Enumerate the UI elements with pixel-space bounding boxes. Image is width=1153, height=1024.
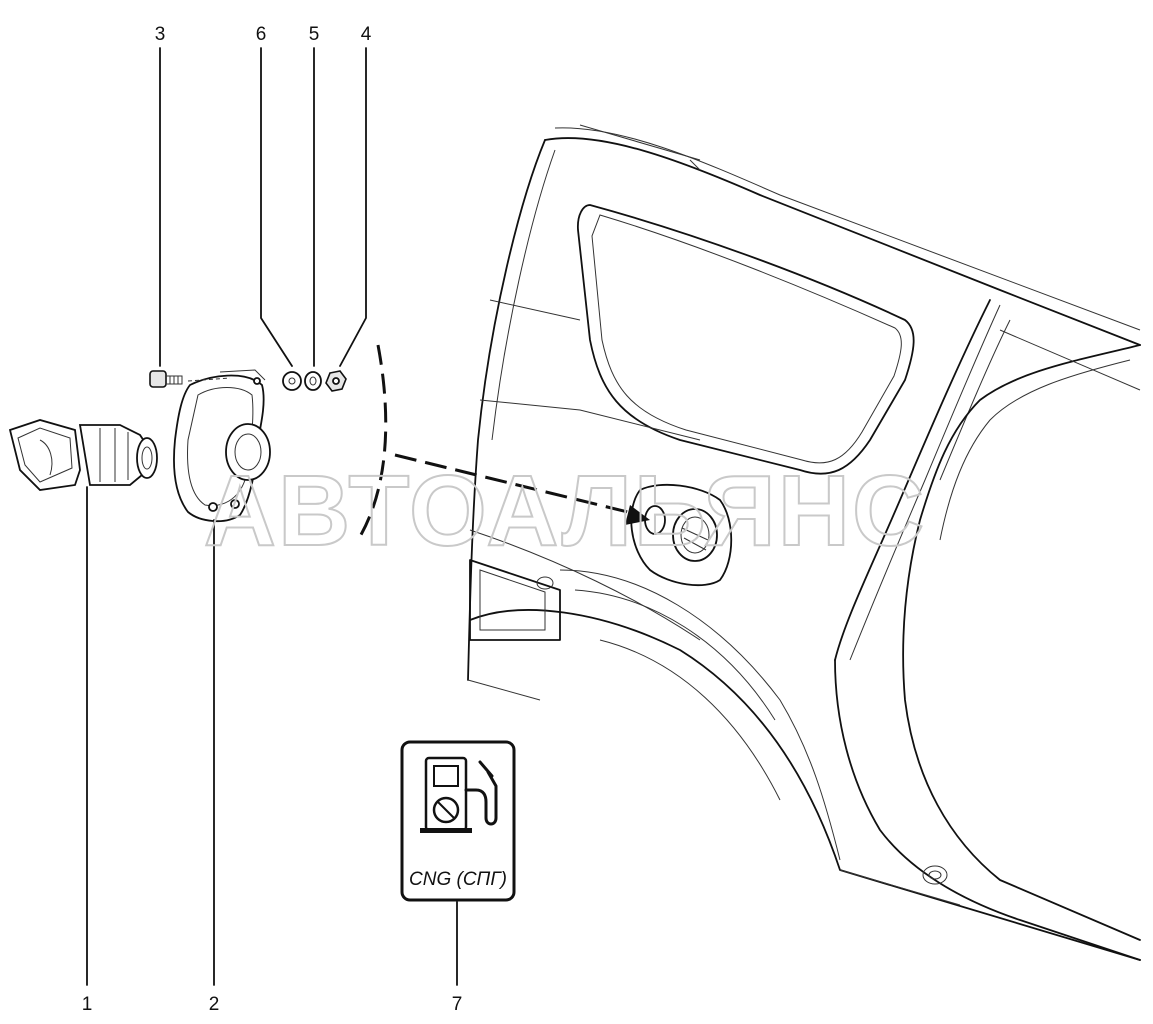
- part-4-nut: [325, 370, 347, 392]
- callout-5: 5: [309, 24, 320, 45]
- callout-6: 6: [256, 24, 267, 45]
- part-2-filler-bracket: [173, 369, 271, 522]
- part-5-washer: [304, 371, 322, 391]
- assembly-arrow: [356, 344, 650, 541]
- fuel-filler-opening: [630, 483, 733, 587]
- part-7-cng-plate: [400, 740, 516, 902]
- fuel-pump-icon: [420, 756, 498, 833]
- car-rear-quarter-panel: [467, 124, 1141, 961]
- watermark: АВТОАЛЬЯНС: [204, 455, 927, 567]
- bolt-axis-line: [187, 377, 231, 382]
- part-6-washer: [282, 371, 302, 391]
- part-3-bolt: [149, 370, 183, 388]
- callout-3: 3: [155, 24, 166, 45]
- callout-7: 7: [452, 994, 463, 1015]
- callout-4: 4: [361, 24, 372, 45]
- leader-lines: [86, 47, 458, 986]
- part-1-filler-valve: [8, 419, 158, 491]
- callout-1: 1: [82, 994, 93, 1015]
- callout-2: 2: [209, 994, 220, 1015]
- cng-plate-label: CNG (СПГ): [409, 869, 507, 890]
